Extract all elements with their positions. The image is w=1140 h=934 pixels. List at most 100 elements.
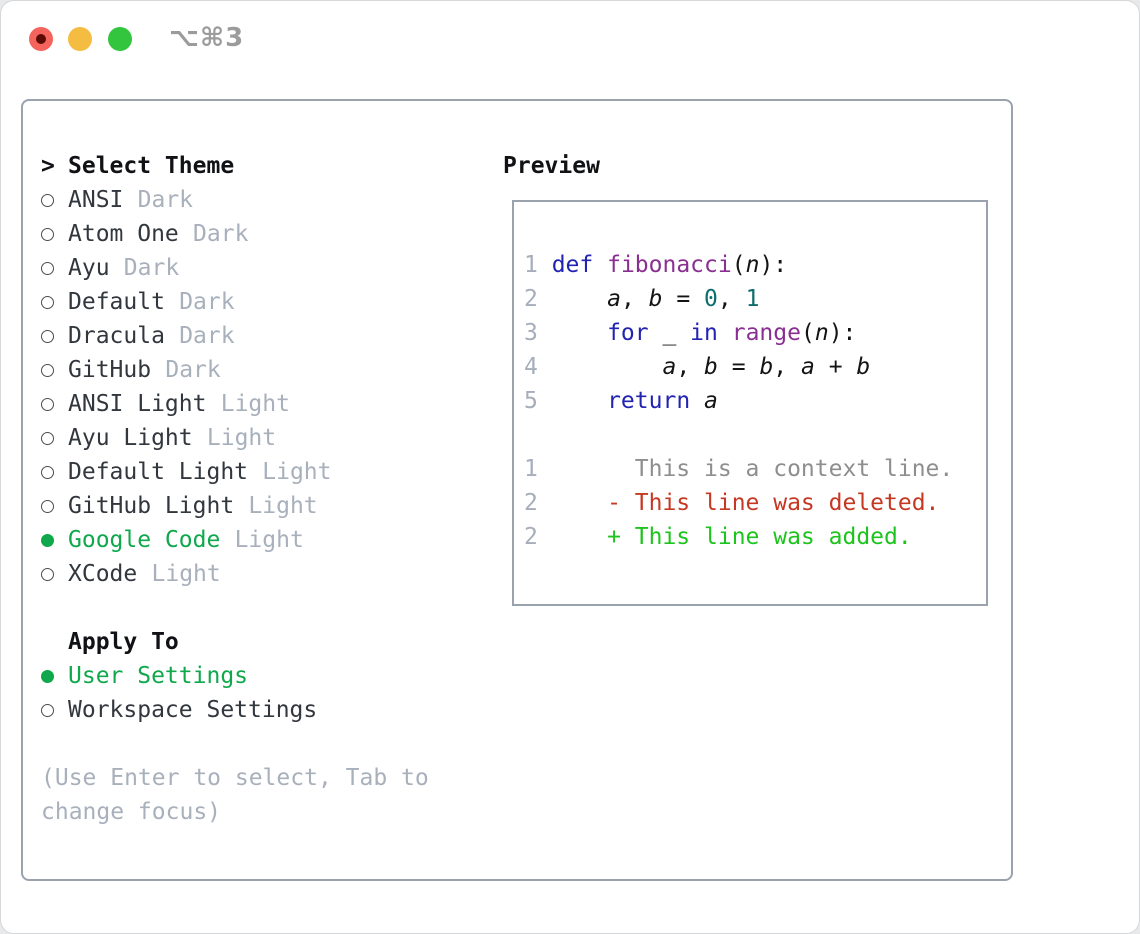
code-segment-function: fibonacci (607, 252, 732, 278)
code-segment-context: This is a context line. (551, 456, 954, 482)
code-line: 2 - This line was deleted. (524, 486, 986, 520)
help-text: (Use Enter to select, Tab to change focu… (41, 765, 429, 825)
radio-column (41, 533, 68, 547)
section-gap (41, 591, 503, 625)
code-line: 5 return a (524, 384, 986, 418)
preview-label: Preview (503, 153, 600, 179)
code-segment-plain: , (676, 354, 705, 380)
theme-name: Ayu (68, 255, 110, 281)
code-segment-variable: n (814, 320, 829, 346)
select-theme-header: > Select Theme (41, 149, 503, 183)
code-line: 1 This is a context line. (524, 452, 986, 486)
code-segment-plain: ): (828, 320, 857, 346)
theme-name: ANSI Light (68, 391, 207, 417)
code-segment-plain: , (773, 354, 801, 380)
code-segment-plain: _ (648, 320, 691, 346)
apply-option-label: Workspace Settings (68, 697, 318, 723)
code-segment-variable: b (704, 354, 718, 380)
unsaved-changes-dot-icon (36, 34, 46, 44)
traffic-light-zoom-button[interactable] (108, 27, 132, 51)
code-segment-variable: b (856, 354, 871, 380)
theme-name: Default Light (68, 459, 249, 485)
radio-icon (41, 295, 54, 309)
apply-option-user-settings[interactable]: User Settings (41, 659, 503, 693)
radio-icon (41, 397, 54, 411)
code-segment-keyword: def (551, 252, 594, 278)
theme-name: Ayu Light (68, 425, 193, 451)
radio-column (41, 567, 68, 581)
theme-name: GitHub Light (68, 493, 235, 519)
code-segment-plain: , (717, 286, 746, 312)
apply-option-workspace-settings[interactable]: Workspace Settings (41, 693, 503, 727)
code-segment-literal: 0 (704, 286, 718, 312)
code-segment-plain (718, 320, 732, 346)
line-number: 5 (524, 388, 538, 414)
code-segment-keyword: for (607, 320, 649, 346)
code-segment-plain (690, 388, 704, 414)
radio-icon (41, 431, 54, 445)
traffic-light-close-button[interactable] (29, 27, 53, 51)
blank-line (524, 418, 986, 452)
radio-column (41, 431, 68, 445)
code-segment-keyword: in (690, 320, 718, 346)
radio-column (41, 329, 68, 343)
radio-column (41, 227, 68, 241)
theme-variant-badge: Light (262, 459, 332, 485)
code-segment-plain: , (620, 286, 649, 312)
line-number: 3 (524, 320, 538, 346)
theme-option-ansi-light[interactable]: ANSI Light Light (41, 387, 503, 421)
theme-variant-badge: Dark (193, 221, 249, 247)
theme-name: Atom One (68, 221, 179, 247)
radio-icon (41, 567, 54, 581)
line-number: 2 (524, 286, 538, 312)
apply-to-header: Apply To (41, 625, 503, 659)
radio-icon (41, 329, 54, 343)
theme-option-atom-one[interactable]: Atom One Dark (41, 217, 503, 251)
line-number: 2 (524, 524, 538, 550)
theme-variant-badge: Dark (179, 323, 235, 349)
radio-icon (41, 227, 54, 241)
radio-selected-icon (41, 533, 54, 547)
code-segment-plain: ): (759, 252, 788, 278)
radio-icon (41, 261, 54, 275)
code-segment-plain (552, 286, 607, 312)
code-segment-plain (552, 320, 607, 346)
code-segment-variable: a (607, 286, 621, 312)
code-line: 4 a, b = b, a + b (524, 350, 986, 384)
code-segment-deleted: - This line was deleted. (551, 490, 940, 516)
code-segment-variable: a (704, 388, 718, 414)
code-line: 2 + This line was added. (524, 520, 986, 554)
code-segment-variable: b (648, 286, 663, 312)
theme-variant-badge: Light (151, 561, 221, 587)
radio-column (41, 295, 68, 309)
apply-to-label: Apply To (68, 629, 179, 655)
code-segment-variable: b (759, 354, 774, 380)
code-segment-literal: 1 (745, 286, 760, 312)
select-theme-label: Select Theme (68, 153, 235, 179)
theme-variant-badge: Light (220, 391, 290, 417)
theme-name: GitHub (68, 357, 152, 383)
theme-option-default-light[interactable]: Default Light Light (41, 455, 503, 489)
code-line: 3 for _ in range(n): (524, 316, 986, 350)
theme-variant-badge: Light (248, 493, 318, 519)
radio-selected-icon (41, 669, 54, 683)
code-segment-keyword: return (607, 388, 691, 414)
line-number: 4 (524, 354, 538, 380)
theme-name: ANSI (68, 187, 124, 213)
theme-option-github-light[interactable]: GitHub Light Light (41, 489, 503, 523)
radio-column (41, 363, 68, 377)
traffic-light-minimize-button[interactable] (68, 27, 92, 51)
